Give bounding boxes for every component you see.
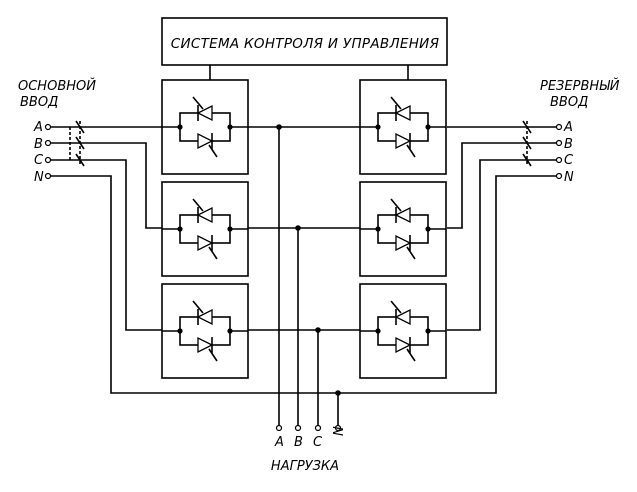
main-module-c-gate-lower <box>208 348 218 362</box>
load-drops <box>275 124 342 432</box>
load-phase-a-label: A <box>274 435 284 450</box>
control-system-frame <box>161 17 448 66</box>
reserve-module-c-node-right <box>425 328 431 334</box>
control-system-label: СИСТЕМА КОНТРОЛЯ И УПРАВЛЕНИЯ <box>171 36 440 52</box>
main-module-a-thyristor-lower <box>197 132 214 150</box>
junction-c <box>315 327 321 333</box>
reserve-input-title-2: ВВОД <box>550 95 588 110</box>
reserve-module-c-gate-upper <box>390 300 402 314</box>
main-module-b-gate-upper <box>192 198 204 212</box>
main-input-wiring <box>50 120 557 394</box>
main-module-b-thyristor-lower <box>197 234 214 252</box>
reserve-module-c-node-left <box>375 328 381 334</box>
reserve-module-c-thyristor-upper <box>394 308 411 326</box>
reserve-module-c-gate-lower <box>406 348 416 362</box>
main-module-c-gate-upper <box>192 300 204 314</box>
junction-n <box>335 390 341 396</box>
main-input-labels: ОСНОВНОЙ ВВОД A B C N <box>18 78 96 185</box>
control-system-block: СИСТЕМА КОНТРОЛЯ И УПРАВЛЕНИЯ <box>161 17 448 66</box>
load-phase-b-label: B <box>294 435 303 450</box>
main-module-a-gate-lower <box>208 144 218 158</box>
main-module-b-node-left <box>177 226 183 232</box>
main-phase-n-label: N <box>34 170 44 185</box>
main-input-title-2: ВВОД <box>20 95 58 110</box>
reserve-module-a-node-left <box>375 124 381 130</box>
reserve-input-title-1: РЕЗЕРВНЫЙ <box>540 78 620 94</box>
reserve-module-c <box>359 283 447 379</box>
junction-b <box>295 225 301 231</box>
main-module-c-thyristor-lower <box>197 336 214 354</box>
reserve-phase-n-label: N <box>564 170 574 185</box>
main-module-a-thyristor-upper <box>196 104 213 122</box>
reserve-phase-a-label: A <box>563 120 573 135</box>
main-module-b-node-right <box>227 226 233 232</box>
main-module-c-node-left <box>177 328 183 334</box>
load-terminal-n <box>334 424 342 432</box>
main-terminal-n <box>44 172 52 180</box>
main-module-c-node-right <box>227 328 233 334</box>
reserve-module-a-node-right <box>425 124 431 130</box>
main-module-a-node-left <box>177 124 183 130</box>
reserve-module-a <box>359 79 447 175</box>
reserve-breaker-c <box>522 153 532 167</box>
main-phase-a-label: A <box>33 120 43 135</box>
reserve-terminal-a <box>555 123 563 131</box>
reserve-module-b-gate-lower <box>406 246 416 260</box>
load-phase-n-label: N <box>332 426 347 436</box>
reserve-module-b-thyristor-lower <box>395 234 412 252</box>
load-terminal-c <box>314 424 322 432</box>
reserve-module-a-gate-upper <box>390 96 402 110</box>
reserve-terminal-c <box>555 156 563 164</box>
reserve-module-c-thyristor-lower <box>395 336 412 354</box>
reserve-module-b-gate-upper <box>390 198 402 212</box>
reserve-phase-c-label: C <box>564 153 574 168</box>
reserve-module-b-node-left <box>375 226 381 232</box>
reserve-c-wire <box>447 159 557 331</box>
load-phase-c-label: C <box>313 435 323 450</box>
input-terminals <box>44 123 563 180</box>
load-terminal-b <box>294 424 302 432</box>
main-input-title-1: ОСНОВНОЙ <box>18 78 96 94</box>
main-c-wire <box>50 159 162 331</box>
thyristor-modules <box>161 79 447 379</box>
main-module-a-node-right <box>227 124 233 130</box>
main-module-c-thyristor-upper <box>196 308 213 326</box>
main-breaker-c <box>75 153 85 167</box>
load-labels: A B C N НАГРУЗКА <box>271 426 347 474</box>
reserve-module-b-node-right <box>425 226 431 232</box>
load-title: НАГРУЗКА <box>271 459 339 474</box>
main-module-a-gate-upper <box>192 96 204 110</box>
reserve-input-wiring <box>447 120 557 331</box>
main-b-wire <box>50 142 162 229</box>
main-module-c <box>161 283 249 379</box>
main-terminal-a <box>44 123 52 131</box>
reserve-module-a-thyristor-lower <box>395 132 412 150</box>
main-terminal-c <box>44 156 52 164</box>
main-module-a <box>161 79 249 175</box>
main-phase-b-label: B <box>34 137 43 152</box>
reserve-module-a-gate-lower <box>406 144 416 158</box>
reserve-b-wire <box>447 142 557 229</box>
reserve-module-a-thyristor-upper <box>394 104 411 122</box>
reserve-terminal-b <box>555 139 563 147</box>
junction-a <box>276 124 282 130</box>
reserve-terminal-n <box>555 172 563 180</box>
phase-buses <box>248 126 360 331</box>
neutral-wire <box>50 175 557 394</box>
reserve-module-b <box>359 181 447 277</box>
main-terminal-b <box>44 139 52 147</box>
main-phase-c-label: C <box>34 153 44 168</box>
main-module-b-thyristor-upper <box>196 206 213 224</box>
reserve-module-b-thyristor-upper <box>394 206 411 224</box>
reserve-phase-b-label: B <box>564 137 573 152</box>
load-terminal-a <box>275 424 283 432</box>
main-module-b-gate-lower <box>208 246 218 260</box>
main-module-b <box>161 181 249 277</box>
reserve-input-labels: РЕЗЕРВНЫЙ ВВОД A B C N <box>540 78 620 185</box>
